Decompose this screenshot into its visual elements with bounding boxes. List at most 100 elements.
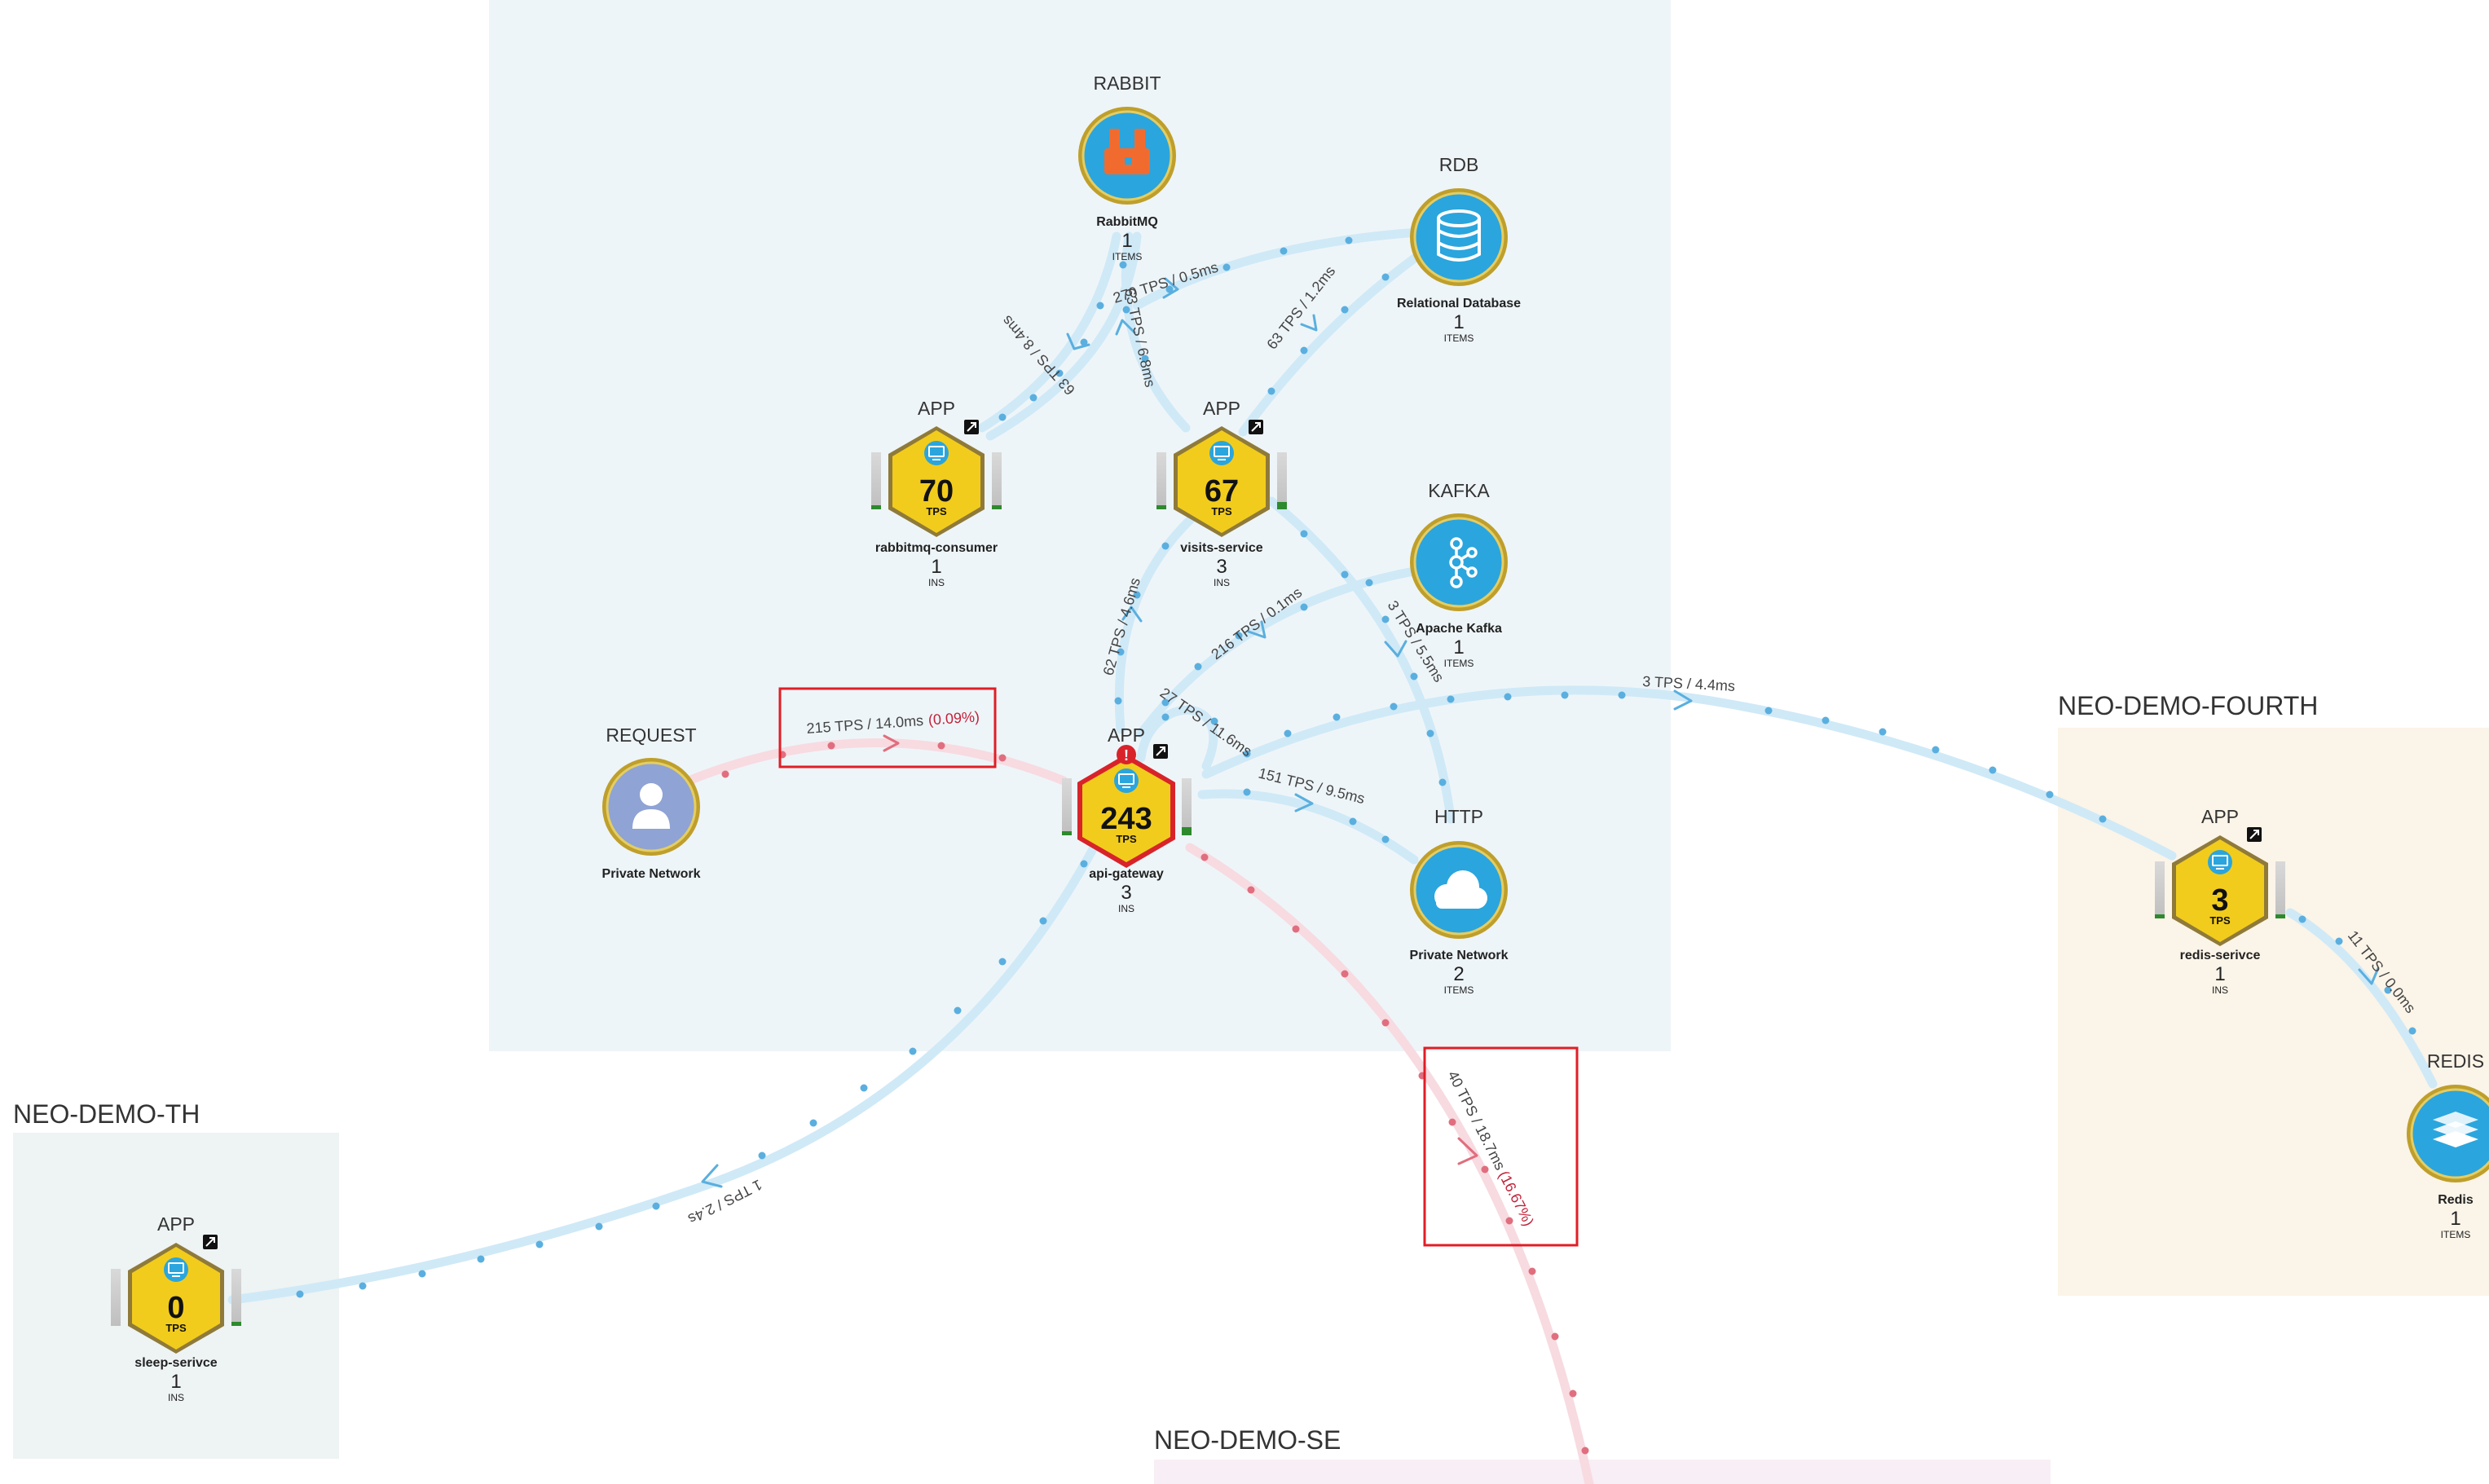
edges-layer <box>227 227 2438 1484</box>
hex-tps-value: 0 <box>167 1291 184 1325</box>
alert-icon[interactable]: ! <box>1117 745 1136 764</box>
left-gauge-bar <box>1156 452 1166 509</box>
node-type-label: APP <box>918 398 955 419</box>
node-count: 1 <box>2450 1208 2460 1230</box>
node-count: 1 <box>1121 230 1132 252</box>
edge-request-gateway[interactable] <box>684 734 1068 786</box>
highlight-box-gateway-se <box>1423 1046 1579 1247</box>
app-node-visits-service[interactable]: APP 67 TPS visits-service 3 INS <box>1156 398 1287 588</box>
right-gauge-bar <box>2275 861 2285 918</box>
node-name: api-gateway <box>1089 867 1164 881</box>
hex-tps-value: 243 <box>1100 802 1152 836</box>
monitor-icon <box>2208 850 2232 874</box>
node-unit: INS <box>2212 984 2228 996</box>
node-unit: ITEMS <box>1112 251 1143 262</box>
edge-visits-http[interactable] <box>1267 496 1456 824</box>
node-count: 1 <box>931 556 941 578</box>
monitor-icon <box>1114 768 1139 793</box>
node-rabbitmq[interactable]: RABBIT RabbitMQ 1 ITEMS <box>1078 73 1176 262</box>
node-type-label: REQUEST <box>606 724 696 746</box>
cloud-icon <box>1434 870 1487 909</box>
node-count: 1 <box>1453 636 1464 658</box>
edge-visits-rdb-upper[interactable] <box>1132 227 1423 310</box>
node-type-label: RDB <box>1439 154 1479 175</box>
node-count: 1 <box>2214 963 2225 985</box>
node-name: rabbitmq-consumer <box>875 541 998 555</box>
edge-gateway-visits[interactable] <box>1114 500 1211 734</box>
edge-gateway-kafka[interactable] <box>1136 566 1423 738</box>
hex-tps-value: 67 <box>1205 474 1239 509</box>
app-node-api-gateway[interactable]: APP ! 243 TPS api-gateway 3 INS <box>1062 724 1192 914</box>
zone-title-neo-demo-th: NEO-DEMO-TH <box>13 1099 200 1129</box>
node-http-private-network[interactable]: HTTP Private Network 2 ITEMS <box>1410 806 1509 996</box>
node-unit: ITEMS <box>1444 332 1474 344</box>
node-unit: INS <box>928 577 945 588</box>
node-name: Private Network <box>1410 949 1509 962</box>
node-unit: INS <box>1118 903 1134 914</box>
app-node-rabbitmq-consumer[interactable]: APP 70 TPS rabbitmq-consumer 1 INS <box>871 398 1002 588</box>
left-gauge-bar <box>2155 861 2165 918</box>
node-type-label: APP <box>1203 398 1240 419</box>
right-gauge-bar <box>231 1269 241 1326</box>
node-count: 1 <box>170 1371 181 1393</box>
node-type-label: APP <box>1108 724 1145 746</box>
node-unit: INS <box>1214 577 1230 588</box>
node-unit: INS <box>168 1392 184 1403</box>
edge-consumer-rabbit[interactable] <box>977 231 1142 441</box>
node-type-label: REDIS <box>2427 1050 2484 1072</box>
node-count: 1 <box>1453 311 1464 333</box>
node-request-private-network[interactable]: REQUEST Private Network <box>602 724 701 881</box>
monitor-icon <box>924 441 949 465</box>
kafka-icon <box>1449 537 1478 588</box>
node-name: redis-serivce <box>2180 949 2261 962</box>
node-count: 3 <box>1216 556 1227 578</box>
node-type-label: APP <box>157 1213 195 1235</box>
node-type-label: RABBIT <box>1093 73 1161 94</box>
node-count: 2 <box>1453 963 1464 985</box>
rabbitmq-icon <box>1104 129 1150 174</box>
edge-gateway-redis-serivce[interactable] <box>1201 685 2177 861</box>
edge-gateway-se[interactable] <box>1185 843 1594 1484</box>
node-type-label: KAFKA <box>1428 480 1490 501</box>
node-name: Redis <box>2438 1193 2474 1207</box>
edge-redis-serivce-redis[interactable] <box>2285 908 2438 1089</box>
node-apache-kafka[interactable]: KAFKA Apache Kafka 1 ITEMS <box>1410 480 1508 669</box>
node-redis[interactable]: REDIS Redis 1 ITEMS <box>2407 1050 2489 1240</box>
node-name: Relational Database <box>1397 297 1521 310</box>
alert-glyph: ! <box>1124 747 1129 764</box>
edge-label-gateway-se: 40 TPS / 18.7ms(16.67%) <box>1444 1068 1537 1229</box>
hex-tps-unit: TPS <box>165 1322 187 1334</box>
edge-gateway-loop[interactable] <box>1136 705 1218 771</box>
node-relational-database[interactable]: RDB Relational Database 1 ITEMS <box>1397 154 1521 344</box>
node-type-label: APP <box>2201 806 2239 827</box>
redis-icon <box>2433 1112 2478 1147</box>
node-name: sleep-serivce <box>134 1356 218 1370</box>
monitor-icon <box>164 1257 188 1282</box>
node-name: Private Network <box>602 867 701 881</box>
edge-visits-rdb[interactable] <box>1238 248 1427 437</box>
edge-gateway-http[interactable] <box>1197 788 1419 865</box>
node-name: visits-service <box>1180 541 1263 555</box>
neo-demo-se-zone-panel <box>1154 1460 2051 1484</box>
node-unit: ITEMS <box>2441 1229 2471 1240</box>
hex-tps-value: 3 <box>2211 883 2228 918</box>
app-node-redis-serivce[interactable]: APP 3 TPS redis-serivce 1 INS <box>2155 806 2285 996</box>
zone-title-neo-demo-fourth: NEO-DEMO-FOURTH <box>2058 691 2318 720</box>
node-unit: ITEMS <box>1444 658 1474 669</box>
node-name: RabbitMQ <box>1096 215 1158 229</box>
right-gauge-bar <box>1182 778 1192 835</box>
hex-tps-unit: TPS <box>1116 833 1137 845</box>
zone-title-neo-demo-se: NEO-DEMO-SE <box>1154 1425 1341 1455</box>
edge-visits-rabbit[interactable] <box>1115 231 1191 433</box>
app-node-sleep-serivce[interactable]: APP 0 TPS sleep-serivce 1 INS <box>111 1213 241 1403</box>
hex-tps-unit: TPS <box>2209 914 2231 927</box>
hex-tps-unit: TPS <box>1211 505 1232 517</box>
node-unit: ITEMS <box>1444 984 1474 996</box>
right-gauge-bar <box>992 452 1002 509</box>
node-type-label: HTTP <box>1434 806 1483 827</box>
edge-gateway-sleep[interactable] <box>227 830 1105 1305</box>
left-gauge-bar <box>1062 778 1072 835</box>
left-gauge-bar <box>111 1269 121 1326</box>
node-count: 3 <box>1121 882 1131 904</box>
